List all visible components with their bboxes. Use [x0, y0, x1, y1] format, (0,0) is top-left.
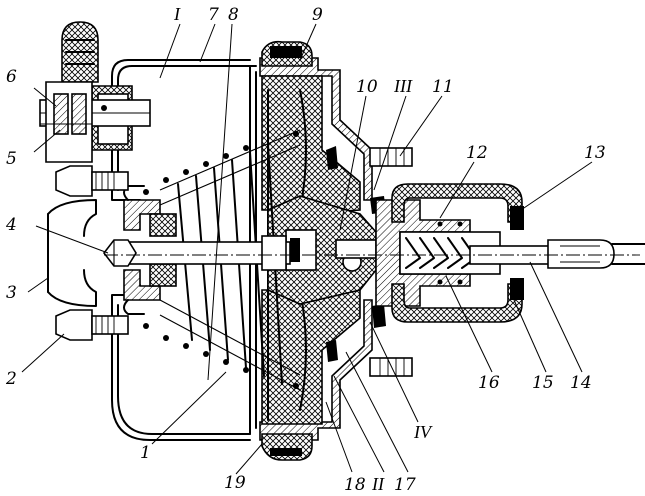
rear-stud-upper [369, 147, 413, 167]
label-chamber-II: II [371, 474, 385, 494]
label-12: 12 [466, 143, 488, 163]
label-chamber-III: III [393, 76, 413, 96]
label-11: 11 [432, 77, 454, 97]
seal-ring-lower [326, 340, 338, 362]
diaphragm-rim-seal [261, 40, 313, 461]
label-7: 7 [208, 5, 219, 25]
leader-lines [21, 23, 593, 475]
label-9: 9 [312, 5, 323, 25]
vacuum-fitting [39, 21, 151, 163]
label-4: 4 [5, 215, 17, 235]
seal-ring-valve [372, 304, 386, 328]
seal-ring-upper [326, 146, 338, 170]
rear-stud-lower [369, 357, 413, 377]
label-15: 15 [532, 373, 554, 393]
valve-body [375, 199, 501, 307]
label-13: 13 [584, 143, 606, 163]
front-seal-assembly [123, 185, 177, 315]
label-14: 14 [570, 373, 592, 393]
label-chamber-I: I [173, 4, 181, 24]
mounting-flange [47, 199, 97, 307]
label-6: 6 [6, 67, 17, 87]
mounting-stud-lower [55, 309, 129, 341]
label-8: 8 [228, 5, 239, 25]
label-1: 1 [140, 443, 151, 463]
output-push-rod [102, 235, 291, 271]
label-10: 10 [356, 77, 378, 97]
label-16: 16 [478, 373, 500, 393]
label-2: 2 [5, 369, 17, 389]
label-19: 19 [224, 473, 246, 493]
label-chamber-IV: IV [413, 422, 433, 442]
label-17: 17 [394, 475, 416, 495]
label-3: 3 [6, 283, 17, 303]
label-18: 18 [344, 475, 366, 495]
dust-boot [391, 183, 524, 323]
piston-hub [267, 195, 377, 305]
mounting-stud-upper [55, 165, 129, 197]
label-5: 5 [6, 149, 17, 169]
